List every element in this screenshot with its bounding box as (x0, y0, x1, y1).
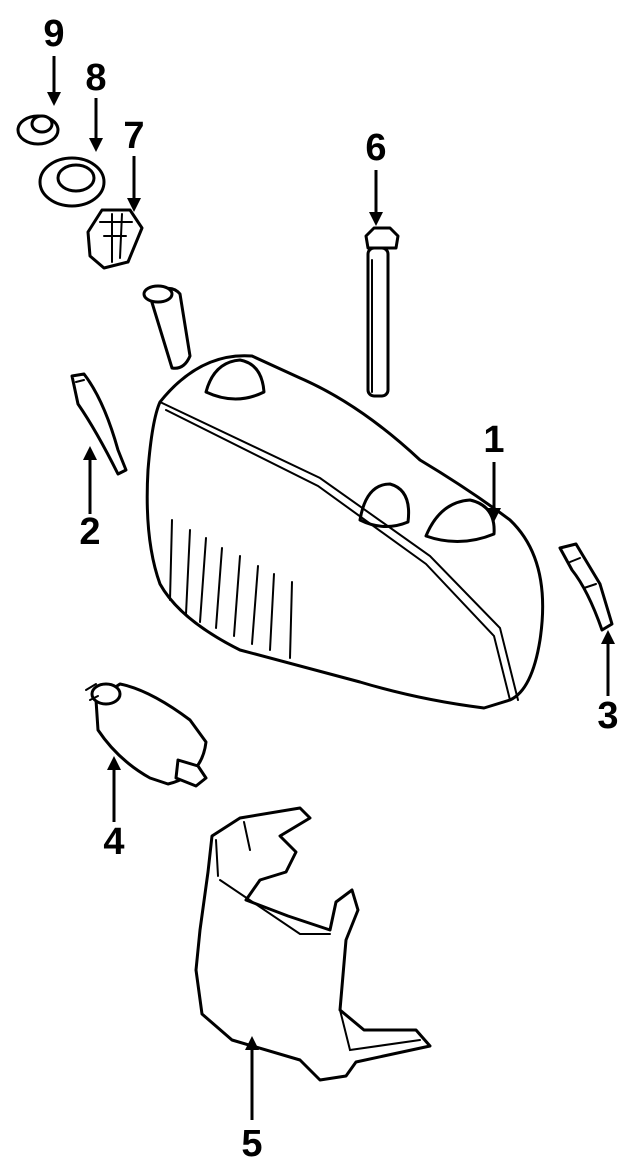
callout-arrowhead-6 (369, 212, 383, 226)
fuel-pump-part (85, 682, 208, 788)
callout-number-2: 2 (79, 511, 100, 553)
callout-number-5: 5 (241, 1123, 262, 1165)
callout-arrowhead-5 (245, 1036, 259, 1050)
callout-3: 3 (597, 630, 619, 737)
tank-shield-part (194, 806, 432, 1082)
callout-number-3: 3 (597, 695, 618, 737)
lock-ring-part (38, 156, 106, 208)
callout-arrowhead-1 (487, 508, 501, 522)
callout-9: 9 (43, 13, 65, 106)
sending-unit-part (86, 208, 144, 270)
callout-7: 7 (123, 115, 145, 212)
callout-number-8: 8 (85, 57, 106, 99)
callout-number-4: 4 (103, 821, 124, 863)
callout-4: 4 (103, 756, 125, 863)
callout-arrowhead-4 (107, 756, 121, 770)
callout-arrowhead-9 (47, 92, 61, 106)
callout-2: 2 (79, 446, 101, 553)
callout-number-6: 6 (365, 127, 386, 169)
callout-5: 5 (241, 1036, 263, 1165)
fuel-tank-part (142, 284, 545, 710)
callout-1: 1 (483, 419, 505, 522)
callout-6: 6 (365, 127, 387, 226)
callout-number-1: 1 (483, 419, 504, 461)
filler-cap-part (16, 114, 60, 146)
callout-number-9: 9 (43, 13, 64, 55)
callout-arrowhead-3 (601, 630, 615, 644)
callout-arrowhead-7 (127, 198, 141, 212)
tank-strap-left-part (70, 372, 128, 476)
callout-arrowhead-2 (83, 446, 97, 460)
callout-8: 8 (85, 57, 107, 152)
mounting-bolt-part (364, 226, 400, 398)
tank-strap-right-part (558, 542, 614, 632)
callout-number-7: 7 (123, 115, 144, 157)
callout-arrowhead-8 (89, 138, 103, 152)
